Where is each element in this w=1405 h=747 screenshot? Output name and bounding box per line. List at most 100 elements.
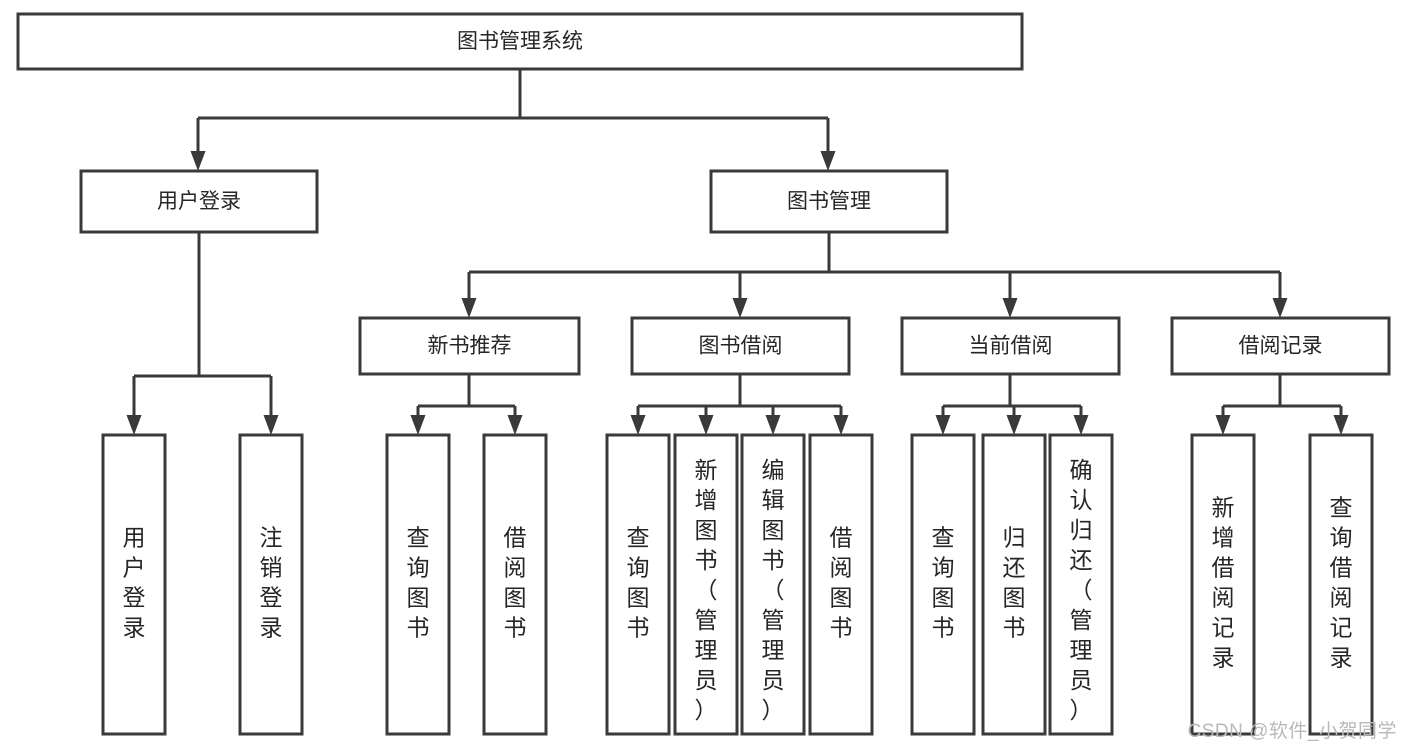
arrow-head-icon (1333, 415, 1349, 435)
svg-text:图: 图 (695, 517, 718, 543)
level2-node-用户登录-0[interactable]: 用户登录 (79, 169, 319, 234)
svg-text:阅: 阅 (830, 555, 853, 581)
svg-text:销: 销 (260, 555, 283, 581)
svg-text:借: 借 (1212, 555, 1235, 581)
svg-text:理: 理 (762, 637, 785, 663)
leaf-box[interactable] (673, 433, 739, 736)
level2-box[interactable] (79, 169, 319, 234)
leaf-box[interactable] (238, 433, 304, 736)
svg-text:查: 查 (932, 525, 955, 551)
svg-text:）: ） (762, 697, 785, 723)
svg-text:还: 还 (1003, 555, 1026, 581)
connector-borrow-record-to-leaves (1215, 374, 1349, 435)
arrow-head-icon (126, 415, 142, 435)
svg-text:（: （ (695, 577, 718, 603)
svg-text:增: 增 (1212, 525, 1235, 551)
svg-text:理: 理 (695, 637, 718, 663)
arrow-head-icon (410, 415, 426, 435)
csdn-watermark: CSDN @软件_小贺同学 (1187, 721, 1397, 742)
leaf-box[interactable] (981, 433, 1047, 736)
leaf-box[interactable] (605, 433, 671, 736)
leaf-box[interactable] (1308, 433, 1374, 736)
arrow-head-icon (732, 298, 748, 318)
svg-text:员: 员 (695, 667, 718, 693)
svg-text:归: 归 (1070, 517, 1093, 543)
level3-label: 借阅记录 (1239, 335, 1323, 358)
leaf-box[interactable] (482, 433, 548, 736)
arrow-head-icon (1073, 415, 1089, 435)
svg-text:辑: 辑 (762, 487, 785, 513)
level3-node-借阅记录-3[interactable]: 借阅记录 (1170, 316, 1391, 376)
svg-text:新: 新 (695, 457, 718, 483)
root-node-图书管理系统[interactable]: 图书管理系统 (16, 12, 1024, 71)
svg-text:借: 借 (1330, 555, 1353, 581)
level3-box[interactable] (900, 316, 1121, 376)
svg-text:员: 员 (762, 667, 785, 693)
arrow-head-icon (190, 151, 206, 171)
level2-node-图书管理-1[interactable]: 图书管理 (709, 169, 949, 234)
svg-text:确: 确 (1070, 457, 1093, 483)
svg-text:图: 图 (1003, 585, 1026, 611)
svg-text:书: 书 (407, 615, 430, 641)
arrow-head-icon (820, 151, 836, 171)
leaf-box[interactable] (808, 433, 874, 736)
arrow-head-icon (765, 415, 781, 435)
leaf-box[interactable] (385, 433, 451, 736)
svg-text:编: 编 (762, 457, 785, 483)
svg-text:书: 书 (504, 615, 527, 641)
level3-box[interactable] (1170, 316, 1391, 376)
level3-node-新书推荐-0[interactable]: 新书推荐 (358, 316, 581, 376)
leaf-label: 用户登录 (123, 525, 146, 641)
leaf-box[interactable] (910, 433, 976, 736)
arrow-head-icon (1272, 298, 1288, 318)
svg-text:新: 新 (1212, 495, 1235, 521)
svg-text:图: 图 (504, 585, 527, 611)
leaf-box[interactable] (1190, 433, 1256, 736)
leaf-box[interactable] (740, 433, 806, 736)
svg-text:）: ） (695, 697, 718, 723)
svg-text:（: （ (1070, 577, 1093, 603)
svg-text:录: 录 (1212, 645, 1235, 671)
svg-text:增: 增 (695, 487, 718, 513)
level3-box[interactable] (358, 316, 581, 376)
node-layer: 图书管理系统用户登录图书管理新书推荐图书借阅当前借阅借阅记录用户登录注销登录查询… (16, 12, 1391, 736)
connector-layer (126, 69, 1349, 435)
svg-text:图: 图 (762, 517, 785, 543)
root-box[interactable] (16, 12, 1024, 71)
arrow-head-icon (461, 298, 477, 318)
svg-text:认: 认 (1070, 487, 1093, 513)
arrow-head-icon (1215, 415, 1231, 435)
leaf-node-用户登录-0[interactable]: 用户登录 (101, 433, 167, 736)
svg-text:记: 记 (1212, 615, 1235, 641)
svg-text:询: 询 (932, 555, 955, 581)
arrow-head-icon (507, 415, 523, 435)
leaf-box[interactable] (1048, 433, 1114, 736)
level2-box[interactable] (709, 169, 949, 234)
svg-text:注: 注 (260, 525, 283, 551)
connector-new-book-to-leaves (410, 374, 523, 435)
level3-box[interactable] (630, 316, 851, 376)
level3-node-当前借阅-2[interactable]: 当前借阅 (900, 316, 1121, 376)
leaf-box[interactable] (101, 433, 167, 736)
level3-node-图书借阅-1[interactable]: 图书借阅 (630, 316, 851, 376)
